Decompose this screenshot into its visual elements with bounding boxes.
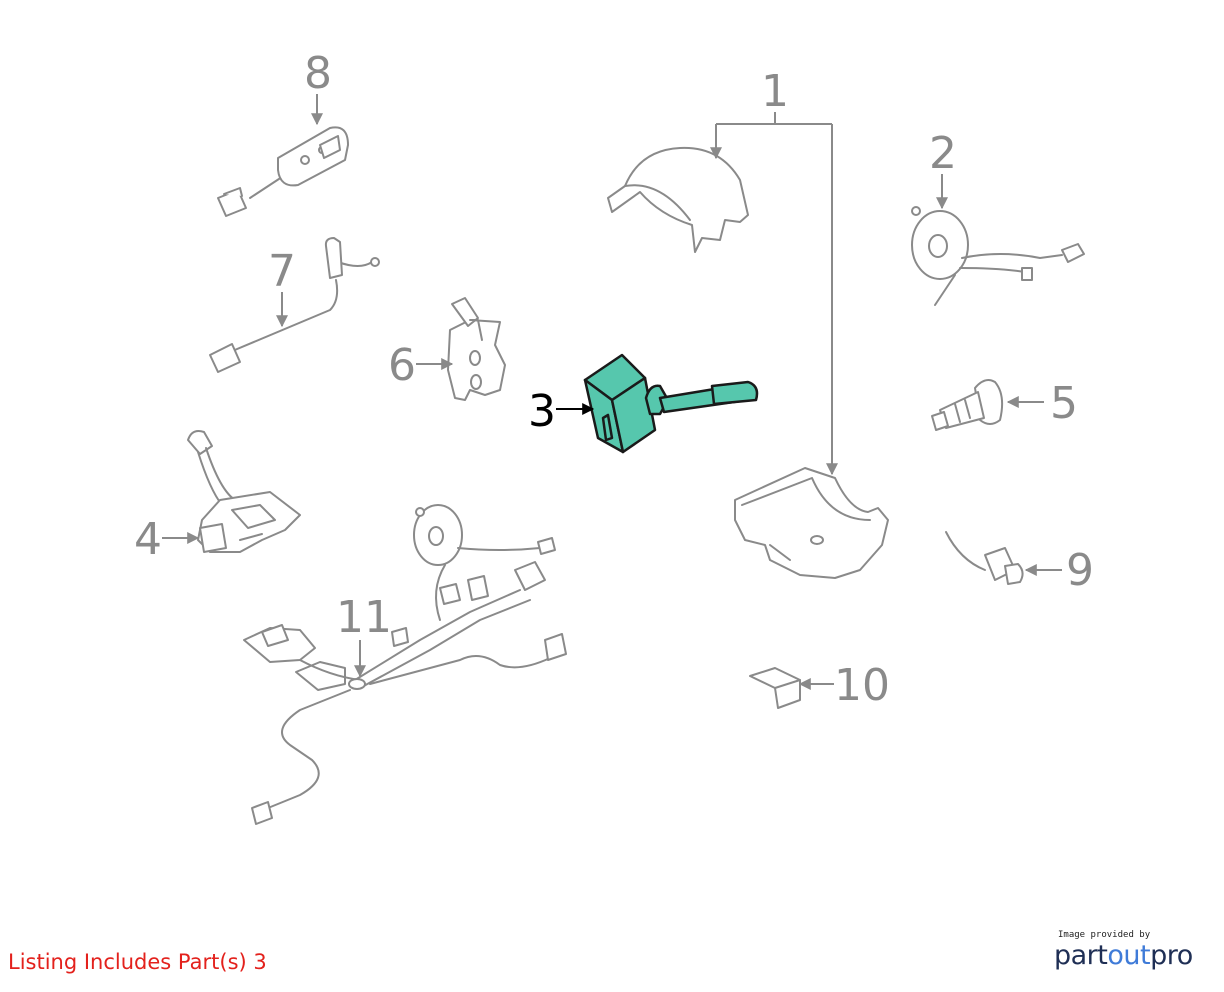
part-6-drawing (447, 297, 506, 401)
callout-10: 10 (834, 660, 890, 711)
callout-1: 1 (761, 66, 789, 117)
callout-2: 2 (929, 128, 957, 179)
logo-text-pro: pro (1150, 940, 1193, 971)
part-8-drawing (217, 126, 349, 217)
callout-7: 7 (268, 246, 296, 297)
part-3-drawing (583, 353, 759, 454)
callout-6: 6 (388, 340, 416, 391)
part-7-drawing (209, 237, 380, 373)
callout-3: 3 (528, 386, 556, 437)
listing-note: Listing Includes Part(s) 3 (8, 950, 267, 974)
callout-9: 9 (1066, 545, 1094, 596)
logo-text-part: part (1054, 940, 1108, 971)
part-9-drawing (945, 531, 1024, 585)
part-2-drawing (911, 206, 1085, 306)
callout-5: 5 (1050, 378, 1078, 429)
provider-caption: Image provided by (1058, 930, 1151, 940)
partoutpro-logo: partoutpro (1054, 940, 1193, 971)
callout-11: 11 (336, 592, 392, 643)
callout-4: 4 (134, 514, 162, 565)
logo-text-out: out (1107, 940, 1151, 971)
callout-leaders (162, 94, 1062, 690)
callout-8: 8 (304, 48, 332, 99)
part-1-lower-drawing (734, 467, 889, 579)
part-5-drawing (931, 379, 1004, 431)
part-10-drawing (749, 667, 801, 709)
part-4-drawing (187, 430, 301, 553)
part-11-drawing (243, 504, 567, 825)
part-1-upper-drawing (607, 146, 749, 253)
